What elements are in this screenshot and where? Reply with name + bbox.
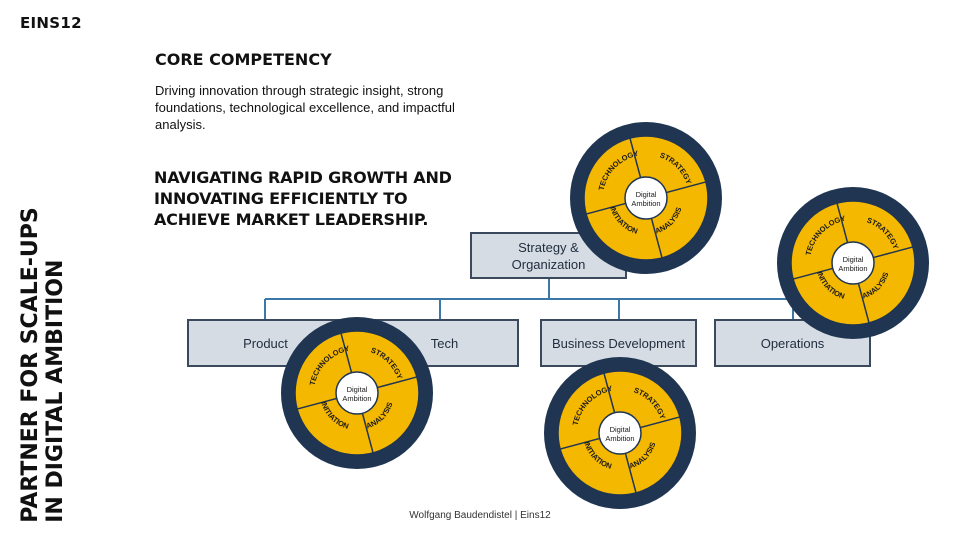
wheel-divider bbox=[585, 202, 626, 215]
wheel-divider bbox=[296, 397, 337, 410]
wheel-divider bbox=[559, 437, 600, 450]
wheel-divider bbox=[873, 246, 914, 259]
wheel-divider bbox=[640, 416, 681, 429]
wheel-divider bbox=[666, 181, 707, 194]
wheel-divider bbox=[836, 202, 849, 243]
org-root-label: Strategy & Organization bbox=[511, 239, 586, 272]
headline: NAVIGATING RAPID GROWTH AND INNOVATING E… bbox=[154, 168, 452, 229]
org-tech-label: Tech bbox=[430, 335, 459, 351]
org-product-label: Product bbox=[243, 335, 288, 351]
wheel-divider bbox=[624, 453, 637, 494]
wheel-divider bbox=[603, 372, 616, 413]
wheel-center bbox=[831, 241, 875, 285]
org-operations-label: Operations bbox=[760, 335, 825, 351]
org-box-operations: Operations bbox=[714, 319, 871, 367]
wheel-center bbox=[598, 411, 642, 455]
wheel-divider bbox=[629, 137, 642, 178]
section-description: Driving innovation through strategic ins… bbox=[155, 83, 455, 132]
wheel-center bbox=[335, 371, 379, 415]
wheel-divider bbox=[857, 283, 870, 324]
section-heading: CORE COMPETENCY bbox=[155, 50, 332, 69]
wheel-divider bbox=[361, 413, 374, 454]
wheel-center bbox=[624, 176, 668, 220]
footer-credit: Wolfgang Baudendistel | Eins12 bbox=[409, 510, 551, 521]
wheel-divider bbox=[792, 267, 833, 280]
org-bizdev-label: Business Development bbox=[552, 335, 685, 351]
brand-logo: EINS12 bbox=[20, 14, 82, 32]
wheel-divider bbox=[377, 376, 418, 389]
wheel-divider bbox=[650, 218, 663, 259]
wheel-divider bbox=[340, 332, 353, 373]
